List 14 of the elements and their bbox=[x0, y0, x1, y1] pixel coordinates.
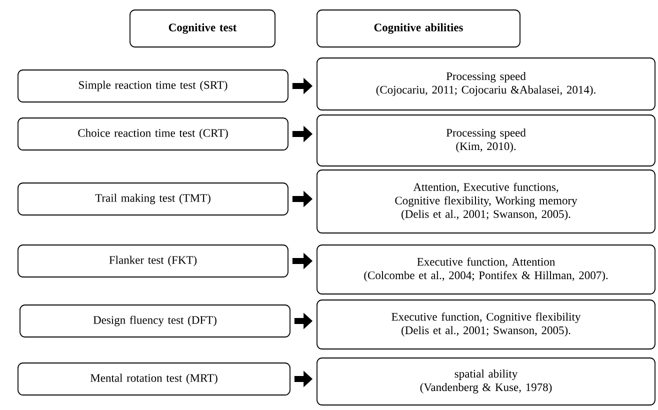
header-box: Cognitive test bbox=[130, 10, 276, 48]
ability-box: Processing speed (Kim, 2010). bbox=[316, 114, 656, 166]
test-box: Flanker test (FKT) bbox=[18, 244, 288, 278]
test-box: Mental rotation test (MRT) bbox=[18, 362, 290, 396]
test-box: Simple reaction time test (SRT) bbox=[18, 70, 288, 102]
header-box: Cognitive abilities bbox=[316, 10, 520, 48]
ability-box: Processing speed (Cojocariu, 2011; Cojocariu &Abalasei, 2014). bbox=[316, 58, 656, 110]
test-box: Choice reaction time test (CRT) bbox=[18, 118, 288, 150]
ability-box: Attention, Executive functions, Cognitive flexibility, Working memory (Delis et al., 2001; Swanson, 2005). bbox=[316, 170, 656, 234]
ability-box: spatial ability (Vandenberg & Kuse, 1978) bbox=[316, 358, 656, 406]
test-box: Design fluency test (DFT) bbox=[20, 304, 290, 338]
test-box: Trail making test (TMT) bbox=[18, 182, 288, 216]
ability-box: Executive function, Cognitive flexibility (Delis et al., 2001; Swanson, 2005). bbox=[316, 300, 656, 350]
ability-box: Executive function, Attention (Colcombe et al., 2004; Pontifex & Hillman, 2007). bbox=[316, 244, 656, 294]
